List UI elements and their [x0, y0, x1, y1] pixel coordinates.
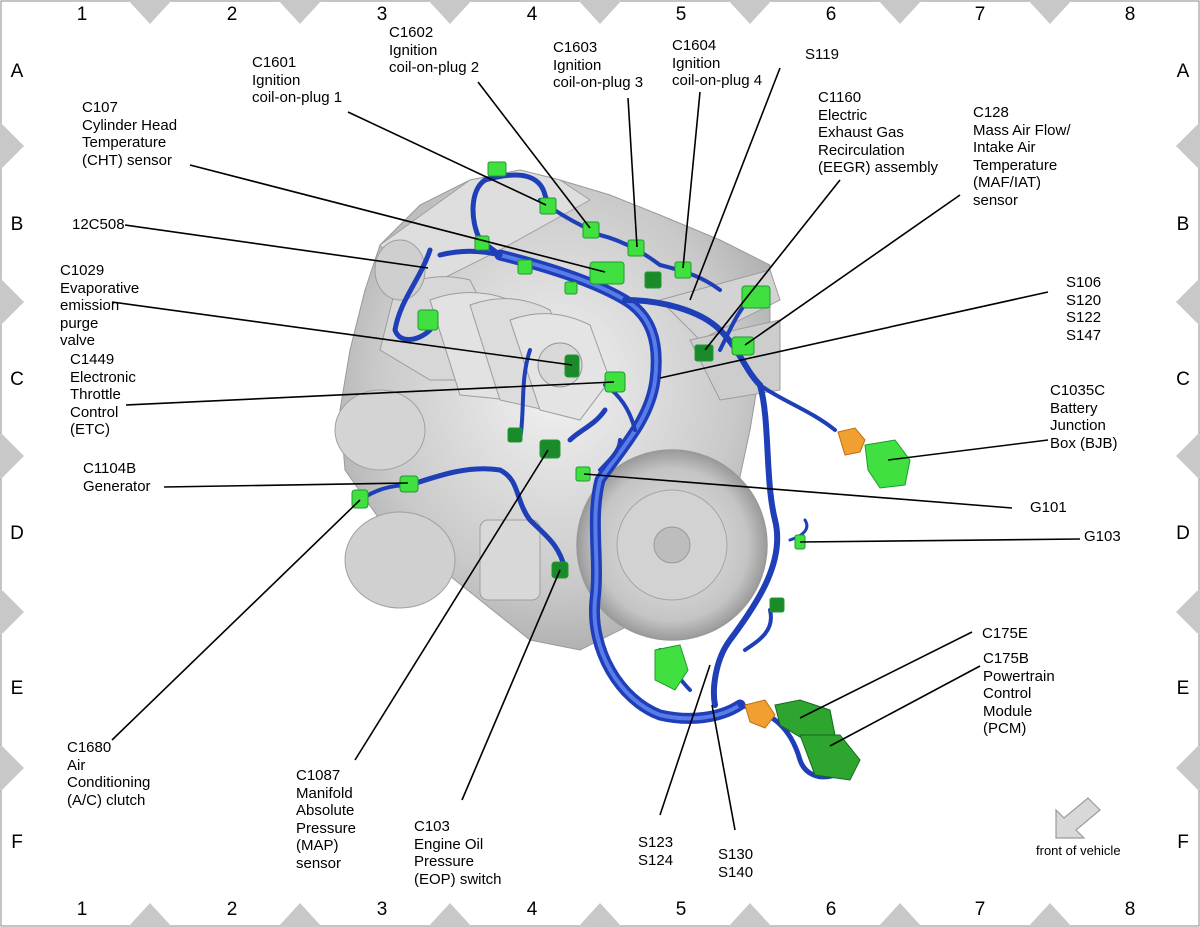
grid-col-2-top: 2: [226, 4, 238, 25]
label-c1449: C1449 Electronic Throttle Control (ETC): [70, 351, 136, 438]
grid-col-4-top: 4: [526, 4, 538, 25]
grid-col-7-bottom: 7: [974, 899, 986, 920]
grid-row-b-left: B: [10, 214, 24, 235]
grid-row-c-right: C: [1176, 369, 1190, 390]
grid-row-f-right: F: [1177, 832, 1189, 853]
label-c1603: C1603 Ignition coil-on-plug 3: [553, 39, 644, 91]
grid-col-1-bottom: 1: [76, 899, 88, 920]
label-s119: S119: [805, 46, 839, 63]
grid-col-4-bottom: 4: [526, 899, 538, 920]
connector-c1035c: [864, 439, 911, 489]
grid-row-d-right: D: [1176, 523, 1190, 544]
connector-bjb-terminal: [837, 427, 866, 456]
connector-pcm-orange: [744, 699, 776, 729]
label-c107: C107 Cylinder Head Temperature (CHT) sen…: [82, 99, 178, 169]
connector-c175e: [774, 699, 836, 741]
grid-row-c-left: C: [10, 369, 24, 390]
label-s106: S106 S120 S122 S147: [1066, 274, 1102, 344]
label-c1604: C1604 Ignition coil-on-plug 4: [672, 37, 763, 89]
connector-misc-1: [507, 427, 523, 443]
label-c1104b: C1104B Generator: [83, 460, 151, 495]
connector-misc-5: [487, 161, 507, 177]
connector-misc-pcm-left: [654, 644, 689, 691]
label-front-of-vehicle: front of vehicle: [1036, 843, 1121, 858]
connector-c1087: [539, 439, 561, 459]
label-c1035c: C1035C Battery Junction Box (BJB): [1050, 382, 1118, 452]
grid-col-1-top: 1: [76, 4, 88, 25]
label-c1680: C1680 Air Conditioning (A/C) clutch: [67, 739, 151, 809]
connector-12c508: [417, 309, 439, 331]
label-g103: G103: [1084, 528, 1121, 545]
grid-col-6-top: 6: [825, 4, 837, 25]
label-12c508: 12C508: [72, 216, 125, 233]
connector-misc-7: [474, 235, 490, 251]
connectors: [351, 161, 911, 781]
grid-row-e-right: E: [1176, 678, 1190, 699]
engine-illustration: [334, 169, 781, 651]
grid-col-8-bottom: 8: [1124, 899, 1136, 920]
label-c128: C128 Mass Air Flow/ Intake Air Temperatu…: [973, 104, 1071, 209]
arrow-down-left-icon: [1055, 797, 1101, 839]
grid-row-a-right: A: [1176, 61, 1190, 82]
label-c1160: C1160 Electric Exhaust Gas Recirculation…: [818, 89, 939, 176]
connector-c1602: [582, 221, 600, 239]
connector-c128: [731, 336, 755, 356]
label-c175e: C175E: [982, 625, 1028, 642]
connector-misc-4: [769, 597, 785, 613]
connector-misc-6: [517, 259, 533, 275]
grid-col-5-top: 5: [675, 4, 687, 25]
grid-row-a-left: A: [10, 61, 24, 82]
grid-col-6-bottom: 6: [825, 899, 837, 920]
grid-row-d-left: D: [10, 523, 24, 544]
label-c103: C103 Engine Oil Pressure (EOP) switch: [414, 818, 502, 888]
label-c175b: C175B Powertrain Control Module (PCM): [983, 650, 1055, 737]
grid-row-b-right: B: [1176, 214, 1190, 235]
grid-col-5-bottom: 5: [675, 899, 687, 920]
label-s130: S130 S140: [718, 846, 754, 881]
connector-c175b: [799, 734, 861, 781]
grid-col-2-bottom: 2: [226, 899, 238, 920]
label-s123: S123 S124: [638, 834, 674, 869]
label-c1029: C1029 Evaporative emission purge valve: [60, 262, 140, 349]
grid-row-e-left: E: [10, 678, 24, 699]
leader-lines: [111, 67, 1081, 831]
grid-col-3-bottom: 3: [376, 899, 388, 920]
label-c1601: C1601 Ignition coil-on-plug 1: [252, 54, 343, 106]
label-c1087: C1087 Manifold Absolute Pressure (MAP) s…: [296, 767, 357, 872]
connector-misc-8: [564, 281, 578, 295]
grid-row-f-left: F: [11, 832, 23, 853]
connector-misc-2: [644, 271, 662, 289]
grid-col-7-top: 7: [974, 4, 986, 25]
grid-col-8-top: 8: [1124, 4, 1136, 25]
wiring-harness: [358, 172, 838, 780]
connector-misc-3: [694, 344, 714, 362]
connector-c107: [589, 261, 625, 285]
label-g101: G101: [1030, 499, 1067, 516]
label-c1602: C1602 Ignition coil-on-plug 2: [389, 24, 480, 76]
connector-c1601: [539, 197, 557, 215]
connector-c1104b: [399, 475, 419, 493]
connector-c1029: [564, 354, 580, 378]
grid-col-3-top: 3: [376, 4, 388, 25]
